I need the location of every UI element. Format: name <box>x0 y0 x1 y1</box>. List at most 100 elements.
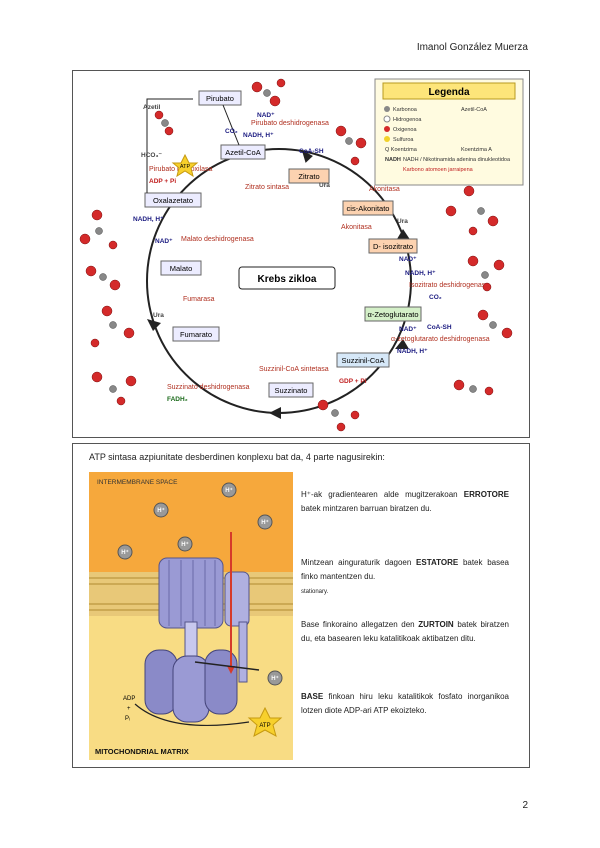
molecule-clusters <box>79 78 513 432</box>
description-stalk: Base finkoraino allegatzen den ZURTOIN b… <box>301 620 509 643</box>
legend-note-2: Karbono atomoen jarraipena <box>403 167 474 173</box>
cofactor-h2o-2: Ura <box>397 218 408 225</box>
cis-aconitate-label: cis-Akonitato <box>347 204 390 213</box>
cofactor-nad-2: NAD⁺ <box>155 238 173 245</box>
stator-arm <box>238 621 248 683</box>
description-base: BASE finkoan hiru leku katalitikok fosfa… <box>301 692 509 715</box>
enzyme-succ-dh: Suzzinato deshidrogenasa <box>167 384 250 391</box>
isocitrate-box <box>368 238 418 254</box>
acetyl-coa-label: Azetil-CoA <box>225 148 260 157</box>
h-ion-1: H⁺ <box>225 487 233 494</box>
stator <box>224 571 250 627</box>
atp-intro: ATP sintasa azpiunitate desberdinen konp… <box>89 452 385 462</box>
author-name: Imanol González Muerza <box>416 42 528 53</box>
legend-item-4: Q Koentzima <box>385 147 418 153</box>
h-ion-2: H⁺ <box>157 507 165 514</box>
cofactor-acetyl: Azetil <box>143 104 161 111</box>
cofactor-nad-1: NAD⁺ <box>257 112 275 119</box>
description-rotor: H⁺-ak gradientearen alde mugitzerakoan E… <box>301 490 509 513</box>
legend-item-5: NADH <box>385 157 401 163</box>
legend-title: Legenda <box>428 87 470 98</box>
center-label: Krebs zikloa <box>258 274 317 285</box>
cofactor-adp: ADP + Pi <box>149 178 176 185</box>
f1-head <box>144 649 238 723</box>
plus-label: + <box>127 706 131 712</box>
cofactor-coa-sh-1: CoA-SH <box>427 324 452 331</box>
citrate-box <box>288 168 330 184</box>
atp-star: ATP <box>247 706 283 738</box>
cofactor-nad-4: NAD⁺ <box>399 326 417 333</box>
page-number: 2 <box>522 800 528 811</box>
enzyme-succ-coa-synth: Suzzinil-CoA sintetasa <box>259 366 329 373</box>
oxaloacetate-box <box>144 192 202 208</box>
matrix-label: MITOCHONDRIAL MATRIX <box>95 747 189 756</box>
malate-box <box>160 260 202 276</box>
cofactor-gdp: GDP + Pi <box>339 378 367 385</box>
atp-star-label: ATP <box>180 164 191 170</box>
cofactor-nadh-2: NADH, H⁺ <box>133 216 164 223</box>
legend-item-3: Sulfuroa <box>393 137 414 143</box>
krebs-cycle-figure: Krebs zikloa Pirubato Azetil-CoA Zitrato… <box>72 70 530 438</box>
h-ion-5: H⁺ <box>181 541 189 548</box>
pyruvate-box <box>198 90 242 106</box>
fumarate-box <box>172 326 220 342</box>
description-stator: Mintzean ainguraturik dagoen ESTATORE ba… <box>301 558 509 595</box>
a-ketoglutarate-label: α-Zetoglutarato <box>367 310 418 319</box>
intermembrane-label: INTERMEMBRANE SPACE <box>97 479 178 486</box>
cofactor-fadh2: FADH₂ <box>167 396 188 403</box>
h-ion-3: H⁺ <box>261 519 269 526</box>
adp-label: ADP <box>123 696 135 702</box>
acetyl-coa-box <box>220 144 266 160</box>
succinate-label: Suzzinato <box>275 386 308 395</box>
atp-product-label: ATP <box>259 723 270 729</box>
cofactor-h2o-1: Ura <box>319 182 330 189</box>
succinate-box <box>268 382 314 398</box>
cis-aconitate-box <box>342 200 394 216</box>
cofactor-hco3: HCO₃⁻ <box>141 152 162 159</box>
pyruvate-arrow <box>222 104 240 146</box>
enzyme-akg-dh: α-zetoglutarato deshidrogenasa <box>391 336 490 343</box>
rotor-ring <box>158 557 224 629</box>
pyruvate-label: Pirubato <box>206 94 234 103</box>
legend-item-1: Hidrogenoa <box>393 117 422 123</box>
citrate-label: Zitrato <box>298 172 319 181</box>
legend-item-7: Koentzima A <box>461 147 492 153</box>
isocitrate-label: D- isozitrato <box>373 242 413 251</box>
succinyl-coa-box <box>336 352 390 368</box>
cofactor-h2o-3: Ura <box>153 312 164 319</box>
enzyme-malate-dh: Malato deshidrogenasa <box>181 236 254 243</box>
oxaloacetate-label: Oxalazetato <box>153 196 193 205</box>
atp-star-krebs: ATP <box>171 153 199 178</box>
synthesis-arrow <box>134 703 250 726</box>
pi-label: Pᵢ <box>125 716 130 722</box>
h-ion-4: H⁺ <box>121 549 129 556</box>
krebs-diagram: Krebs zikloa Pirubato Azetil-CoA Zitrato… <box>79 78 524 432</box>
enzyme-aconitase-2: Akonitasa <box>341 224 372 231</box>
legend-title-box <box>382 82 516 100</box>
cofactor-nad-3: NAD⁺ <box>399 256 417 263</box>
pyruvate-carb-arrow <box>146 98 193 193</box>
h-ion-6: H⁺ <box>271 675 279 682</box>
atp-synthase-diagram: INTERMEMBRANE SPACE MITOCHONDRIAL MATRIX… <box>89 472 293 760</box>
enzyme-pyruvate-dh: Pirubato deshidrogenasa <box>251 120 329 127</box>
enzyme-aconitase-1: Akonitasa <box>369 186 400 193</box>
cofactor-nadh-1: NADH, H⁺ <box>243 132 274 139</box>
cofactor-nadh-3: NADH, H⁺ <box>405 270 436 277</box>
cofactor-co2-3: CO₂ <box>429 294 442 301</box>
enzyme-citrate-synth: Zitrato sintasa <box>245 184 289 191</box>
enzyme-isocitrate-dh: Isozitrato deshidrogenasa <box>409 282 489 289</box>
malate-label: Malato <box>170 264 193 273</box>
enzyme-fumarase: Fumarasa <box>183 296 215 303</box>
cofactor-co2-1: CO₂ <box>225 128 238 135</box>
cofactor-coa-sh-2: CoA-SH <box>299 148 324 155</box>
center-box <box>238 266 336 290</box>
atp-synthase-figure: ATP sintasa azpiunitate desberdinen konp… <box>72 443 530 768</box>
catalytic-arrow <box>194 661 260 671</box>
succinyl-coa-label: Suzzinil-CoA <box>342 356 385 365</box>
fumarate-label: Fumarato <box>180 330 212 339</box>
legend-note-1: NADH / Nikotinamida adenina dinukleotido… <box>403 157 511 163</box>
legend-item-0: Karbonoa <box>393 107 418 113</box>
a-ketoglutarate-box <box>364 306 422 322</box>
cofactor-nadh-4: NADH, H⁺ <box>397 348 428 355</box>
legend-item-6: Azetil-CoA <box>461 107 487 113</box>
